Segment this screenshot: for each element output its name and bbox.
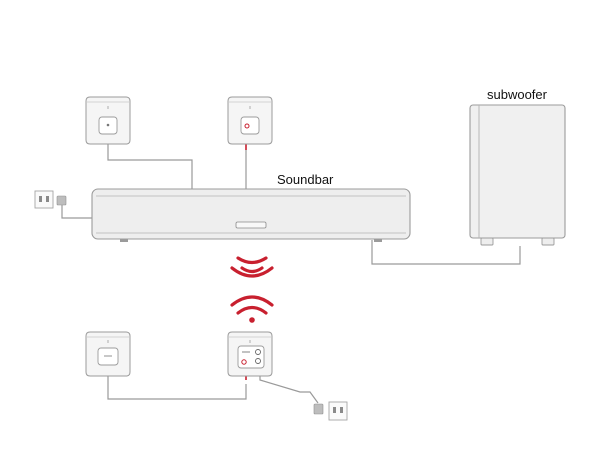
power-outlet-top <box>34 190 67 209</box>
cables <box>61 144 521 404</box>
subwoofer <box>469 104 566 246</box>
cable-soundbar-subwoofer <box>371 240 521 265</box>
power-plug-icon <box>313 403 324 415</box>
cable-top-left-speaker <box>107 144 193 189</box>
speaker-top-right <box>227 96 273 145</box>
speaker-bottom-left <box>85 331 131 377</box>
subwoofer-label: subwoofer <box>487 87 548 102</box>
subwoofer-icon <box>469 104 566 239</box>
soundbar-label: Soundbar <box>277 172 334 187</box>
power-outlet-icon <box>328 401 348 421</box>
cable-bottom-outlet <box>259 372 319 404</box>
cable-outlet-soundbar <box>61 204 92 219</box>
power-plug-icon <box>56 195 67 206</box>
cable-bottom-speakers <box>107 376 247 400</box>
power-outlet-icon <box>34 190 54 209</box>
soundbar-icon <box>91 188 411 240</box>
power-outlet-bottom <box>313 401 348 421</box>
speaker-top-left <box>85 96 131 145</box>
wifi-wave-icon <box>230 295 274 323</box>
wifi-wave-icon <box>230 256 274 278</box>
soundbar <box>91 188 411 242</box>
speaker-bottom-right <box>227 331 273 377</box>
